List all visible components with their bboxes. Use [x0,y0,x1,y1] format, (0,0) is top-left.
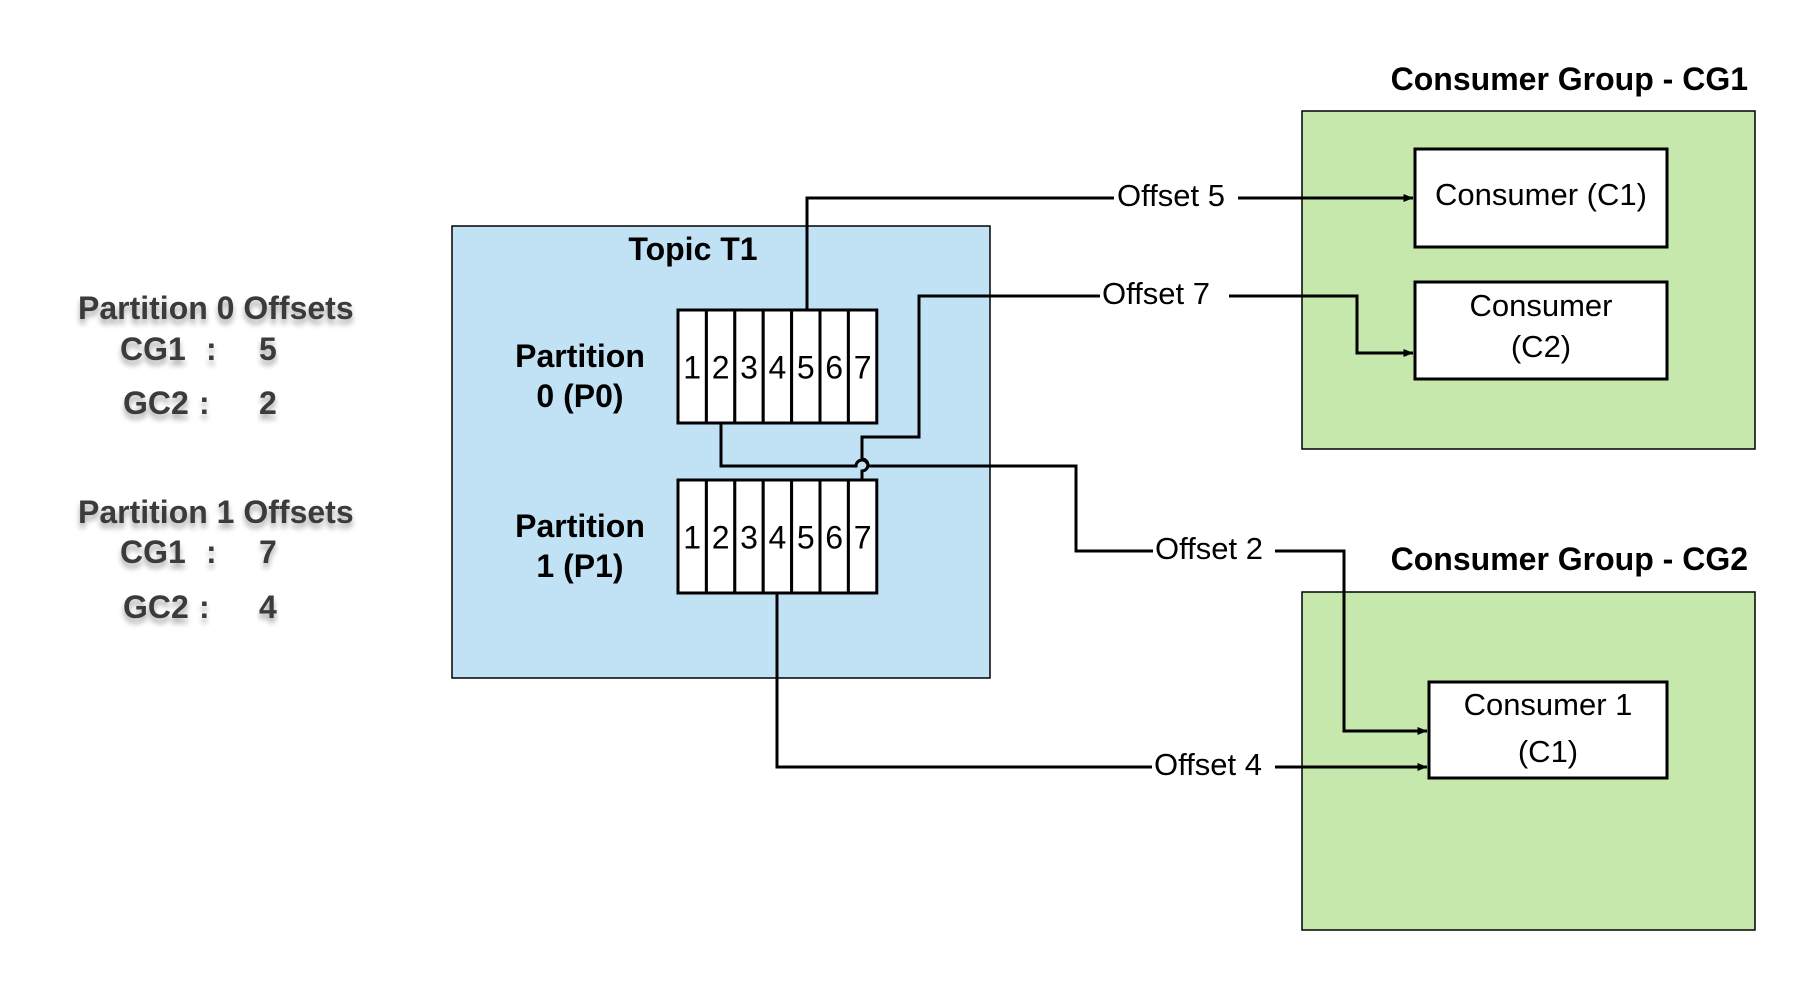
partition-1-message-offset: 3 [740,520,758,556]
p0-cg1-value: 5 [259,331,277,367]
cg1-consumer-c1-label: Consumer (C1) [1435,177,1647,212]
partition-1-message-offset: 5 [797,520,815,556]
connector-offset-4-label: Offset 4 [1154,747,1262,782]
cg1-consumer-c2-label-line2: (C2) [1511,329,1571,364]
topic-title: Topic T1 [628,231,757,267]
partition-0-message-offset: 4 [769,350,787,386]
consumer-group-cg2-title: Consumer Group - CG2 [1391,541,1748,577]
connector-offset-5-label: Offset 5 [1117,178,1225,213]
cg1-consumer-c2-label-line1: Consumer [1470,288,1613,323]
partition-1-message-offset: 4 [769,520,787,556]
p0-gc2-sep: : [199,385,210,421]
partition-1-label-line2: 1 (P1) [536,548,623,584]
p1-gc2-group: GC2 [123,589,189,625]
partition-0-message-offset: 1 [683,350,701,386]
connector-offset-2-segment-a [719,423,1153,553]
partition-0-message-offset: 2 [712,350,730,386]
partition-0-offsets-summary: Partition 0 Offsets CG1 : 5 GC2 : 2 [78,290,354,421]
p0-gc2-value: 2 [259,385,277,421]
partition-0-message-offset: 5 [797,350,815,386]
cg1-consumer-c1-box[interactable] [1413,147,1669,249]
partition-0-message-cell [676,308,708,425]
connector-offset-2-label: Offset 2 [1155,531,1263,566]
p1-gc2-sep: : [199,589,210,625]
partition-0-label-line1: Partition [515,338,645,374]
partition-1-offsets-summary: Partition 1 Offsets CG1 : 7 GC2 : 4 [78,494,354,625]
partition-1-offsets-title: Partition 1 Offsets [78,494,354,530]
partition-0-label-line2: 0 (P0) [536,378,623,414]
partition-0-message-offset: 3 [740,350,758,386]
p0-cg1-sep: : [206,331,217,367]
partition-0-offsets-title: Partition 0 Offsets [78,290,354,326]
cg2-consumer-c1-box[interactable] [1427,680,1669,780]
partition-1-label-line1: Partition [515,508,645,544]
connector-offset-7-arrow [1229,294,1414,357]
p0-gc2-group: GC2 [123,385,189,421]
partition-0-message-offset: 6 [825,350,843,386]
p0-cg1-group: CG1 [120,331,186,367]
partition-1-message-offset: 2 [712,520,730,556]
consumer-group-cg2-box [1301,591,1756,931]
connector-offset-5-segment-a [805,196,1114,310]
p1-cg1-sep: : [206,534,217,570]
partition-1-message-cell [846,478,879,595]
partition-1-message-offset: 7 [854,520,872,556]
p1-cg1-value: 7 [259,534,277,570]
p1-cg1-group: CG1 [120,534,186,570]
partition-1-message-cell [704,478,737,595]
consumer-group-cg1: Consumer Group - CG1 Consumer (C1) Consu… [1301,61,1756,450]
connector-offset-4-segment-a [775,593,1152,769]
cg2-consumer-c1-label-line2: (C1) [1518,734,1578,769]
partition-1-message-offset: 1 [683,520,701,556]
cg1-consumer-c2-box[interactable] [1413,280,1669,381]
connector-offset-7-label: Offset 7 [1102,276,1210,311]
partition-0-message-offset: 7 [854,350,872,386]
connectors: Offset 5 Offset 7 Offset 2 Offset 4 [719,178,1428,782]
consumer-group-cg1-title: Consumer Group - CG1 [1391,61,1748,97]
connector-offset-2-arrow [1275,549,1428,735]
consumer-group-cg2: Consumer Group - CG2 Consumer 1 (C1) [1301,541,1756,931]
partition-0-message-cell [846,308,879,425]
cg2-consumer-c1-label-line1: Consumer 1 [1464,687,1633,722]
p1-gc2-value: 4 [259,589,277,625]
partition-1-message-offset: 6 [825,520,843,556]
